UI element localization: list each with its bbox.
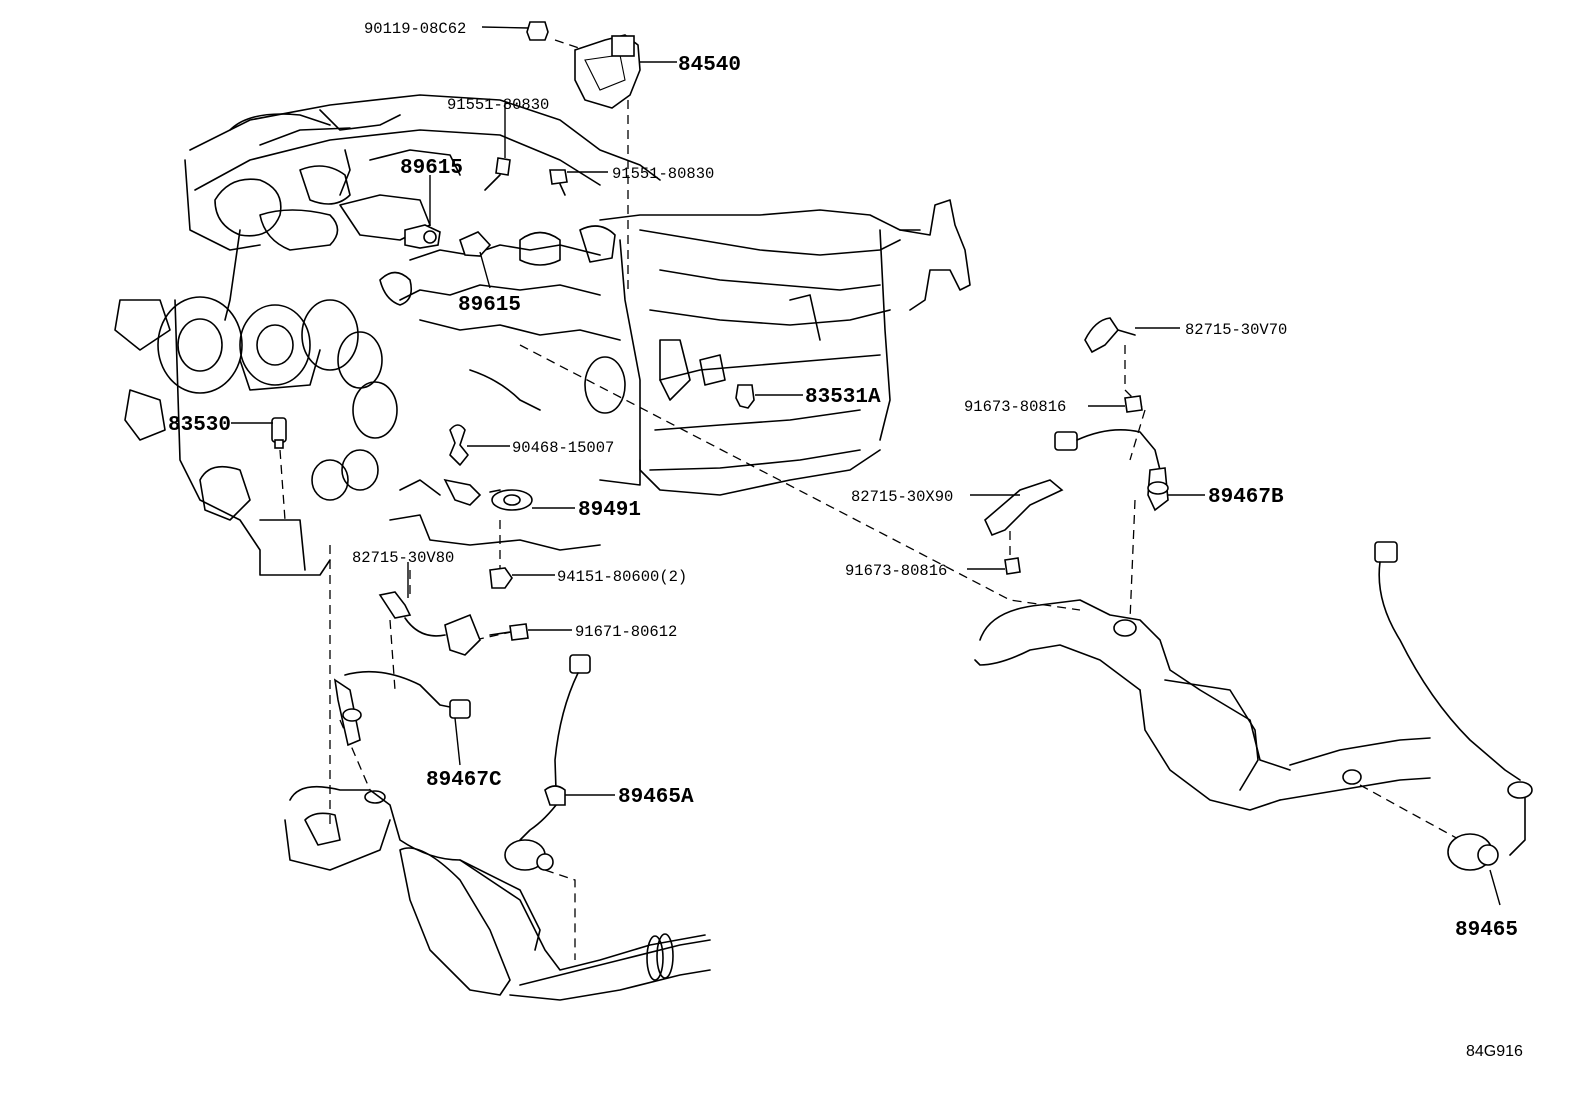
callout-89491: 89491 [578,499,641,522]
callout-94151-80600: 94151-80600(2) [557,568,687,586]
callout-labels: 90119-08C62 84540 91551-80830 91551-8083… [168,20,1518,942]
clip-90468 [449,424,469,466]
callout-83531a: 83531A [805,386,881,409]
engine-block [114,94,661,576]
sensor-89615-b [459,231,492,257]
sensor-89465 [1374,541,1533,871]
exhaust-left [284,785,711,1001]
nut-94151 [489,567,513,589]
bolt-91673-a [1124,395,1143,413]
sensor-83530 [271,417,287,449]
callout-89467c: 89467C [426,769,502,792]
exhaust-right [974,599,1431,811]
transmission [584,199,971,496]
sensor-89491 [443,478,533,511]
bracket-82715-30v70 [1084,317,1136,354]
bolt-91671 [489,623,529,641]
leader-lines [231,26,1501,906]
callout-84540: 84540 [678,54,741,77]
dashed-guides [279,39,1461,960]
callout-89615-lower: 89615 [458,294,521,317]
o2-sensor-89467c [333,670,471,747]
bolt-91673-b [1004,557,1021,575]
o2-sensor-89467b [1054,428,1169,512]
callout-82715-30v80: 82715-30V80 [352,549,454,567]
callout-90119-08c62: 90119-08C62 [364,20,466,38]
bolt-90119 [526,21,549,41]
bracket-82715-30x90 [984,479,1064,537]
callout-91671-80612: 91671-80612 [575,623,677,641]
bracket-82715-30v80 [378,591,481,656]
callout-91551-80830-upper: 91551-80830 [447,96,549,114]
sensor-83531a [735,384,755,409]
sensor-89465a [504,654,591,871]
bolt-91551-b [549,169,568,196]
sensor-89615-a [404,224,441,249]
callout-82715-30x90: 82715-30X90 [851,488,953,506]
neutral-switch-84540 [574,34,641,109]
callout-82715-30v70: 82715-30V70 [1185,321,1287,339]
callout-83530: 83530 [168,414,231,437]
callout-90468-15007: 90468-15007 [512,439,614,457]
callout-91551-80830-lower: 91551-80830 [612,165,714,183]
callout-89465a: 89465A [618,786,694,809]
diagram-reference-code: 84G916 [1466,1043,1523,1060]
bolt-91551-a [484,157,511,191]
callout-89465: 89465 [1455,919,1518,942]
callout-91673-80816-lower: 91673-80816 [845,562,947,580]
callout-91673-80816-upper: 91673-80816 [964,398,1066,416]
callout-89615-upper: 89615 [400,157,463,180]
callout-89467b: 89467B [1208,486,1284,509]
